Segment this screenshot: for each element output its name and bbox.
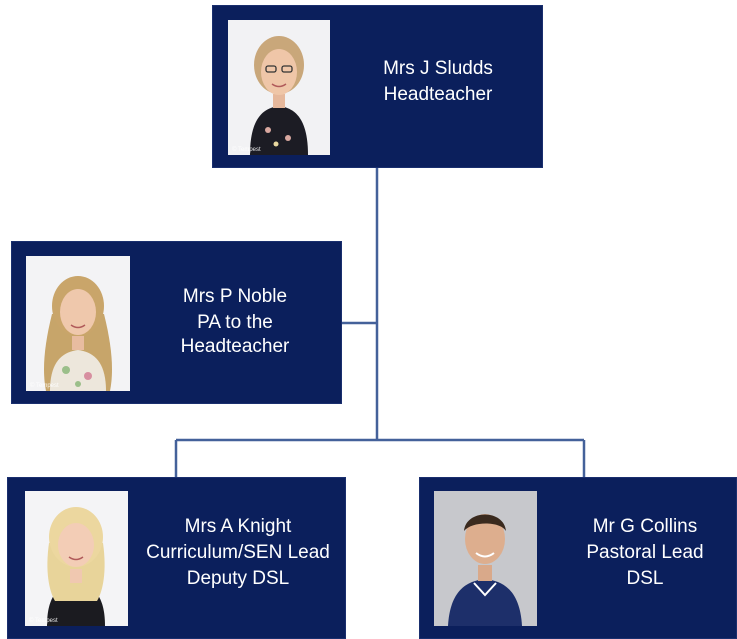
- pastoral-photo: [434, 491, 537, 626]
- headteacher-text: Mrs J Sludds Headteacher: [353, 56, 523, 108]
- pa-text: Mrs P Noble PA to the Headteacher: [150, 284, 320, 358]
- person-portrait-icon: [228, 20, 330, 155]
- photo-credit: © Tempest: [29, 618, 58, 624]
- person-portrait-icon: [25, 491, 128, 626]
- pastoral-name: Mr G Collins: [592, 516, 698, 537]
- deputy-name: Mrs A Knight: [184, 516, 292, 537]
- pastoral-role-line-1: Pastoral Lead: [586, 542, 704, 563]
- card-pastoral: Mr G Collins Pastoral Lead DSL: [419, 477, 737, 639]
- pa-role-line-2: Headteacher: [180, 336, 290, 357]
- photo-credit: © Tempest: [30, 383, 59, 389]
- pa-name: Mrs P Noble: [182, 286, 288, 307]
- pa-role-line-1: PA to the: [197, 312, 273, 333]
- pastoral-text: Mr G Collins Pastoral Lead DSL: [560, 514, 730, 592]
- person-portrait-icon: [434, 491, 537, 626]
- headteacher-role: Headteacher: [383, 84, 493, 105]
- headteacher-name: Mrs J Sludds: [383, 58, 493, 79]
- pa-photo: © Tempest: [26, 256, 130, 391]
- deputy-role-line-1: Curriculum/SEN Lead: [146, 542, 330, 563]
- pastoral-role-line-2: DSL: [626, 568, 664, 589]
- photo-credit: © Tempest: [232, 147, 261, 153]
- deputy-photo: © Tempest: [25, 491, 128, 626]
- card-deputy: © Tempest Mrs A Knight Curriculum/SEN Le…: [7, 477, 346, 639]
- deputy-role-line-2: Deputy DSL: [186, 568, 290, 589]
- card-headteacher: © Tempest Mrs J Sludds Headteacher: [212, 5, 543, 168]
- card-pa: © Tempest Mrs P Noble PA to the Headteac…: [11, 241, 342, 404]
- person-portrait-icon: [26, 256, 130, 391]
- deputy-text: Mrs A Knight Curriculum/SEN Lead Deputy …: [133, 514, 343, 592]
- headteacher-photo: © Tempest: [228, 20, 330, 155]
